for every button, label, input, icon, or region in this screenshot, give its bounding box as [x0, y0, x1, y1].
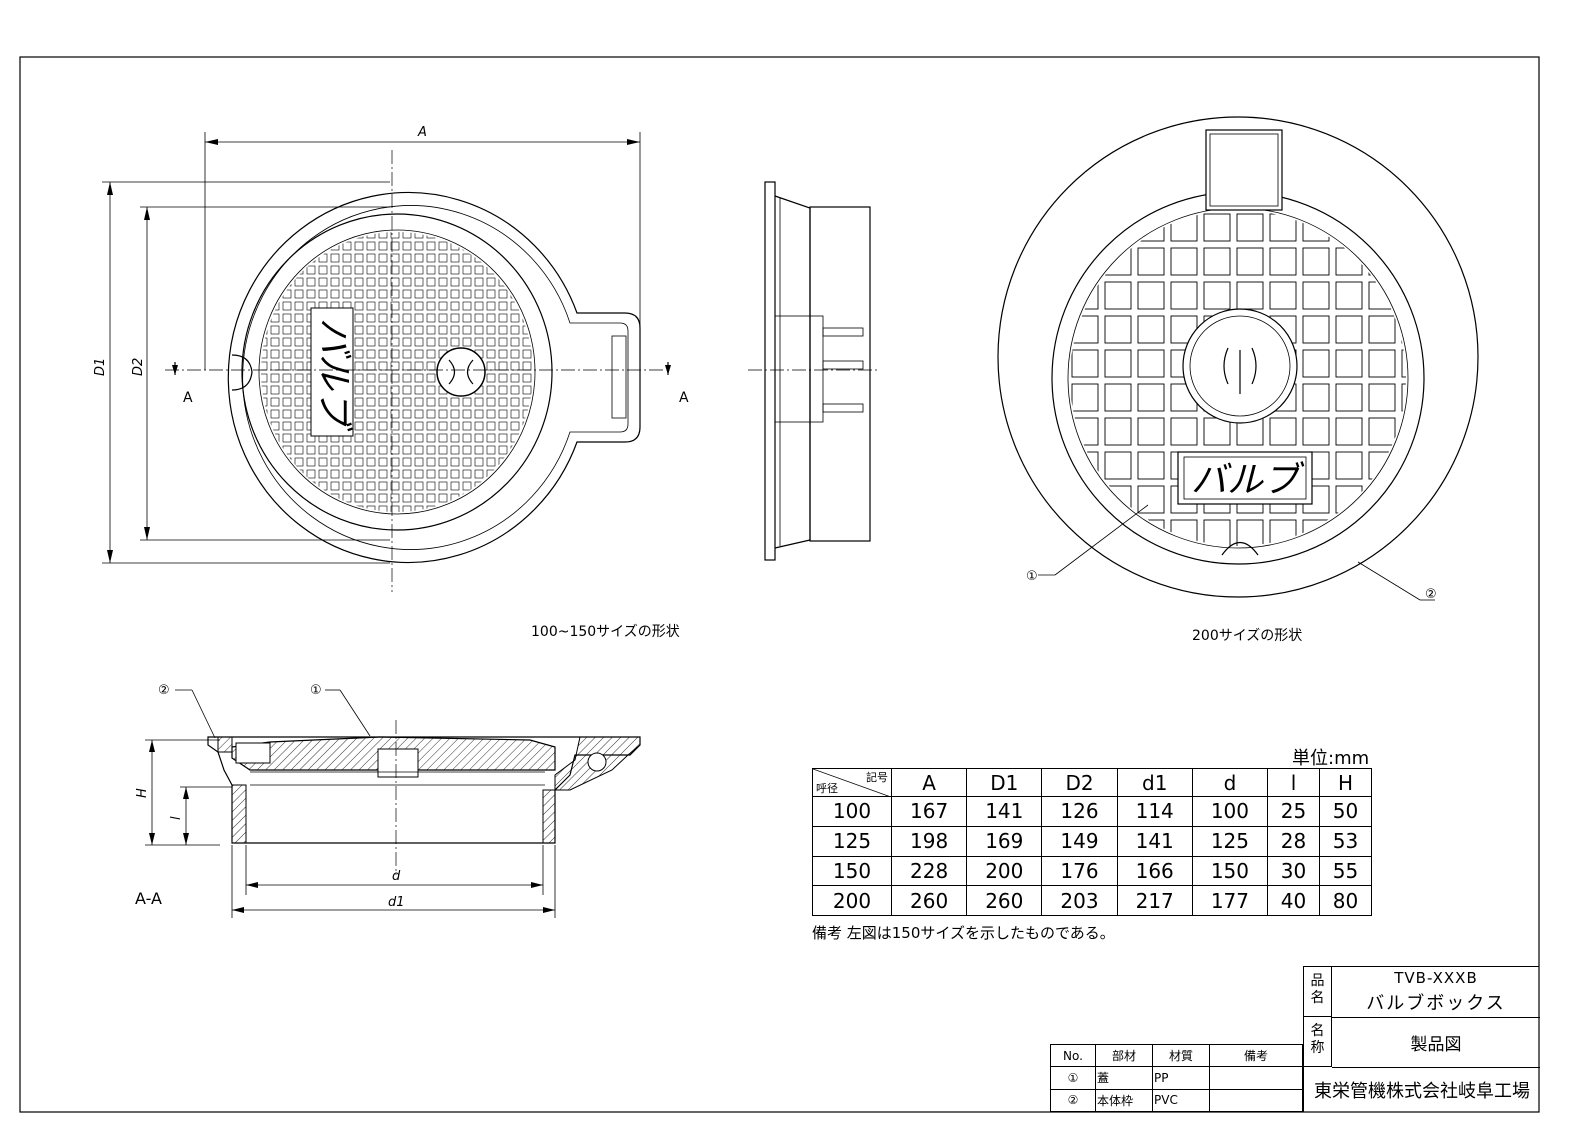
spec-col-header: D1: [966, 768, 1043, 797]
spec-value-cell: 30: [1267, 855, 1320, 887]
spec-value-cell: 40: [1267, 885, 1320, 916]
spec-value-cell: 166: [1116, 855, 1193, 887]
section-mark-left: A: [183, 390, 193, 406]
part-mark-2: ②: [1425, 587, 1437, 602]
lid-text-200: バルブ: [1191, 460, 1305, 501]
spec-col-header: A: [890, 768, 968, 797]
section-label: A-A: [135, 889, 162, 908]
spec-value-cell: 126: [1041, 796, 1118, 827]
parts-header: 部材: [1095, 1043, 1153, 1068]
parts-cell: PVC: [1152, 1088, 1210, 1113]
parts-cell: ②: [1050, 1088, 1096, 1113]
side-view: [748, 181, 880, 561]
spec-col-header: D2: [1041, 768, 1118, 797]
spec-value-cell: 169: [966, 825, 1043, 857]
spec-value-cell: 55: [1318, 855, 1373, 887]
note-text: 備考 左図は150サイズを示したものである。: [812, 924, 1115, 942]
spec-size-cell: 125: [812, 825, 892, 857]
spec-value-cell: 149: [1041, 825, 1118, 857]
title-company: 東栄管機株式会社岐阜工場: [1314, 1081, 1530, 1102]
spec-corner-bottom: 呼径: [816, 782, 838, 795]
spec-value-cell: 260: [966, 885, 1043, 916]
spec-value-cell: 80: [1318, 885, 1373, 916]
spec-value-cell: 53: [1318, 825, 1373, 857]
spec-value-cell: 114: [1116, 796, 1193, 827]
spec-value-cell: 217: [1116, 885, 1193, 916]
parts-cell: [1209, 1088, 1303, 1113]
spec-value-cell: 100: [1191, 796, 1269, 827]
spec-col-header: l: [1267, 768, 1320, 797]
spec-value-cell: 141: [1116, 825, 1193, 857]
dim-d-label: d: [392, 869, 401, 884]
caption-small-size: 100~150サイズの形状: [531, 624, 680, 640]
parts-header: 備考: [1209, 1043, 1303, 1068]
spec-value-cell: 260: [890, 885, 968, 916]
lid-text-vertical: バルブ: [313, 318, 354, 432]
spec-value-cell: 177: [1191, 885, 1269, 916]
spec-size-cell: 100: [812, 796, 892, 827]
dim-d2-label: D2: [131, 358, 146, 376]
dim-d1-section-label: d1: [388, 895, 405, 910]
spec-corner-top: 記号: [866, 771, 888, 784]
spec-value-cell: 150: [1191, 855, 1269, 887]
spec-corner-cell: 記号 呼径: [812, 768, 892, 797]
parts-cell: [1209, 1066, 1303, 1090]
spec-value-cell: 25: [1267, 796, 1320, 827]
spec-value-cell: 200: [966, 855, 1043, 887]
parts-cell: 蓋: [1095, 1066, 1153, 1090]
spec-value-cell: 198: [890, 825, 968, 857]
title-model: TVB-XXXB: [1394, 969, 1478, 987]
unit-label: 単位:mm: [1292, 748, 1370, 769]
title-block: 品名 TVB-XXXB バルブボックス 名称 製品図 東栄管機株式会社岐阜工場: [1303, 966, 1540, 1112]
parts-cell: PP: [1152, 1066, 1210, 1090]
section-part-mark-1: ①: [310, 683, 322, 698]
spec-value-cell: 203: [1041, 885, 1118, 916]
spec-col-header: H: [1318, 768, 1373, 797]
section-part-mark-2: ②: [158, 683, 170, 698]
caption-200-size: 200サイズの形状: [1192, 628, 1302, 644]
dim-h-label: H: [135, 788, 150, 798]
title-drawing-type: 製品図: [1410, 1035, 1462, 1055]
top-view-small: A D1 D2 バルブ: [93, 125, 689, 592]
dim-d1-label: D1: [93, 358, 108, 376]
spec-value-cell: 28: [1267, 825, 1320, 857]
spec-value-cell: 125: [1191, 825, 1269, 857]
parts-header: No.: [1050, 1043, 1096, 1068]
parts-cell: 本体枠: [1095, 1088, 1153, 1113]
title-product: バルブボックス: [1366, 993, 1506, 1014]
sheet-border: [19, 56, 1540, 1113]
title-meisho-label: 名称: [1304, 1017, 1332, 1067]
section-view: H l d d1 ② ①: [135, 683, 641, 918]
top-view-200: バルブ ① ②: [997, 116, 1479, 602]
spec-size-cell: 200: [812, 885, 892, 916]
dim-l-label: l: [169, 816, 184, 820]
spec-col-header: d1: [1116, 768, 1193, 797]
spec-value-cell: 141: [966, 796, 1043, 827]
section-mark-right: A: [679, 390, 689, 406]
title-hinmei-label: 品名: [1304, 967, 1332, 1017]
parts-header: 材質: [1152, 1043, 1210, 1068]
spec-value-cell: 50: [1318, 796, 1373, 827]
parts-cell: ①: [1050, 1066, 1096, 1090]
part-mark-1: ①: [1026, 569, 1038, 584]
spec-size-cell: 150: [812, 855, 892, 887]
dim-a-label: A: [417, 125, 427, 140]
spec-value-cell: 176: [1041, 855, 1118, 887]
spec-value-cell: 228: [890, 855, 968, 887]
spec-value-cell: 167: [890, 796, 968, 827]
spec-col-header: d: [1191, 768, 1269, 797]
